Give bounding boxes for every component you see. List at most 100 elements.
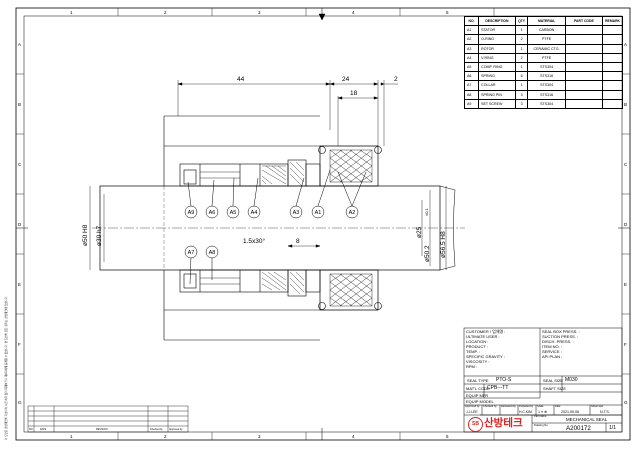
- zone-d-r: D: [624, 222, 628, 227]
- bom-cell-desc: SPRING: [478, 71, 516, 82]
- dim-phi50h8: ø50 H8: [82, 224, 89, 246]
- zone-a: A: [18, 42, 21, 47]
- balloon-a8: A8: [209, 250, 216, 256]
- info-right: SEAL BOX PRESS. : SUCTION PRESS. : DISCH…: [542, 329, 580, 359]
- bom-h-material: MATERIAL: [527, 15, 566, 27]
- bom-cell-desc: COLLAR: [478, 80, 516, 91]
- scale-value: 1 ≡ ⊕: [538, 410, 548, 414]
- bom-cell-no: A4: [463, 52, 480, 64]
- info-product: PRODUCT :: [466, 344, 488, 349]
- info-temp: TEMP. :: [466, 349, 480, 354]
- bom-cell-partcode: [564, 71, 604, 82]
- bom-h-qty: QTY: [514, 15, 529, 27]
- title-block-lines: [463, 327, 623, 433]
- approved-label: Approved by: [465, 405, 480, 408]
- zone-e: E: [18, 282, 21, 287]
- seal-size-value: M030: [565, 377, 578, 383]
- bom-cell-remark: [602, 43, 623, 54]
- bom-cell-remark: [602, 25, 623, 36]
- bom-cell-no: A6: [463, 71, 480, 82]
- prepared-label: Prepared by: [519, 405, 534, 408]
- bom-cell-desc: SPRING PIN: [478, 89, 516, 100]
- bom-cell-material: STS304: [527, 62, 566, 73]
- balloon-a4: A4: [251, 210, 258, 216]
- dim-18: 18: [350, 90, 358, 97]
- dim-8: 8: [296, 238, 300, 245]
- info-viscosity: VISCOSITY :: [466, 359, 490, 364]
- bom-cell-qty: 3: [514, 98, 529, 110]
- zone-g-r: G: [624, 400, 628, 405]
- dim-phi50-2: ø50.2: [424, 245, 431, 262]
- dim-chamfer: 1.5x30°: [243, 237, 266, 245]
- dim-tol: ±0.1: [424, 207, 429, 216]
- bom-cell-remark: [602, 98, 623, 110]
- checked-label: Checked by: [483, 405, 497, 408]
- dim-44: 44: [237, 76, 245, 83]
- zone-labels-top: 1 2 3 4 5 1 2 3 4 5: [70, 10, 449, 439]
- bom-cell-material: CARBON: [527, 25, 566, 36]
- bom-cell-qty: 2: [514, 34, 529, 45]
- info-suction-press: SUCTION PRESS. :: [542, 334, 579, 339]
- bom-cell-desc: V-RING: [478, 52, 516, 64]
- bom-cell-partcode: [564, 52, 604, 64]
- reviewed-label: Reviewed by: [501, 405, 516, 408]
- balloon-a3: A3: [293, 210, 300, 216]
- dim-phi25: ø25: [416, 226, 423, 238]
- seal-size-label: SEAL SIZE: [543, 378, 564, 383]
- bom-cell-material: PTFE: [527, 34, 566, 45]
- bom-cell-no: A7: [463, 80, 480, 91]
- zone-b-r: B: [624, 102, 627, 107]
- info-ultimate-user: ULTIMATE USER :: [466, 334, 500, 339]
- bill-of-materials: NO. DESCRIPTION QTY MATERIAL PART CODE R…: [463, 15, 623, 110]
- bom-cell-no: A8: [463, 89, 480, 100]
- zone-2b: 2: [164, 434, 167, 439]
- zone-c: C: [18, 162, 22, 167]
- seal-assembly-drawing: [92, 80, 465, 341]
- sheet-rev-value: 1/1: [609, 425, 616, 431]
- bom-cell-material: PTFE: [527, 52, 566, 64]
- bom-cell-qty: 2: [514, 52, 529, 64]
- bom-cell-no: A5: [463, 62, 480, 73]
- part-name-label: Part Name: [534, 415, 547, 418]
- part-balloons: [184, 169, 367, 285]
- balloon-a7: A7: [188, 250, 195, 256]
- bom-cell-no: A2: [463, 34, 480, 45]
- rotating-head-lower: [179, 269, 321, 297]
- bom-cell-no: A1: [463, 25, 480, 36]
- zone-ticks: [16, 8, 630, 440]
- bom-cell-desc: COMP. RING: [478, 62, 516, 73]
- bom-cell-partcode: [564, 98, 604, 110]
- bom-cell-partcode: [564, 43, 604, 54]
- zone-4b: 4: [352, 434, 355, 439]
- revision-block: [27, 405, 189, 433]
- balloon-a1: A1: [315, 210, 322, 216]
- bom-cell-partcode: [564, 34, 604, 45]
- company-name: 산방테크: [484, 417, 523, 429]
- zone-1b: 1: [70, 434, 73, 439]
- dimension-lines: [89, 82, 447, 270]
- bom-cell-material: STS304: [527, 98, 566, 110]
- zone-labels-side: A B C D E F G A B C D E F G: [18, 42, 628, 405]
- info-left: CUSTOMER / 업체명 : ULTIMATE USER : LOCATIO…: [466, 329, 505, 369]
- bom-cell-material: STS316: [527, 89, 566, 100]
- scale-label: Scale: [537, 405, 544, 408]
- bom-cell-remark: [602, 80, 623, 91]
- bom-cell-material: STS316: [527, 71, 566, 82]
- date-value: 2021.05.06: [561, 410, 579, 414]
- bom-header-row: NO. DESCRIPTION QTY MATERIAL PART CODE R…: [463, 15, 623, 27]
- dim-phi30h7: ø30 h7: [96, 225, 103, 246]
- bom-cell-qty: 1: [514, 25, 529, 36]
- bom-cell-qty: 1: [514, 62, 529, 73]
- rev-h-approved: Approved by: [169, 428, 183, 431]
- dim-phi56-5: ø56.5 H8: [440, 231, 447, 258]
- bom-h-partcode: PART CODE: [564, 15, 604, 27]
- rev-h-revision: REVISION: [96, 428, 108, 431]
- outer-border: [15, 7, 631, 441]
- bom-cell-material: STS304: [527, 80, 566, 91]
- rev-h-checked: Checked by: [150, 428, 163, 431]
- bom-cell-desc: ROTOR: [478, 43, 516, 54]
- info-seal-box-press: SEAL BOX PRESS. :: [542, 329, 580, 334]
